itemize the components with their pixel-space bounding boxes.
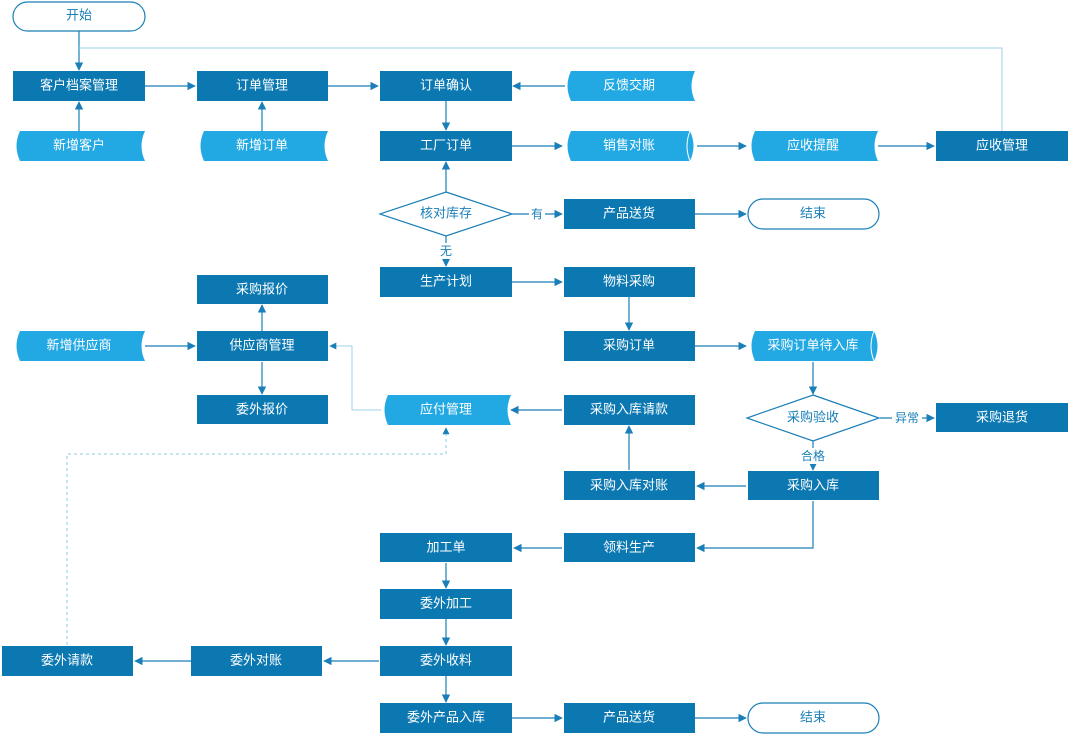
svg-text:供应商管理: 供应商管理 [229,338,294,354]
svg-text:物料采购: 物料采购 [603,274,655,290]
svg-text:委外请款: 委外请款 [41,654,93,669]
node-receivable-remind[interactable]: 应收提醒 [751,131,879,161]
node-customer-mgmt[interactable]: 客户档案管理 [13,71,145,101]
edge-label-abnormal: 异常 [895,411,919,425]
node-order-mgmt[interactable]: 订单管理 [197,71,328,101]
svg-text:客户档案管理: 客户档案管理 [40,78,118,94]
svg-text:采购验收: 采购验收 [787,410,839,426]
svg-text:采购退货: 采购退货 [976,410,1028,426]
node-purchase-return[interactable]: 采购退货 [936,403,1068,432]
node-processing-order[interactable]: 加工单 [380,533,512,562]
node-new-supplier[interactable]: 新增供应商 [16,331,146,361]
svg-text:采购入库请款: 采购入库请款 [590,402,668,418]
node-purchase-inspection[interactable]: 采购验收 [745,394,881,442]
node-product-delivery-1[interactable]: 产品送货 [564,199,695,229]
svg-text:委外加工: 委外加工 [420,597,472,612]
svg-text:工厂订单: 工厂订单 [420,139,472,154]
edge-label-qualified: 合格 [801,448,825,463]
svg-text:结束: 结束 [800,711,826,726]
node-check-stock[interactable]: 核对库存 [378,191,514,237]
edge-label-has: 有 [531,207,543,221]
svg-text:结束: 结束 [800,207,826,222]
node-purchase-storage[interactable]: 采购入库 [748,471,879,500]
node-factory-order[interactable]: 工厂订单 [380,131,512,161]
svg-text:加工单: 加工单 [426,541,465,556]
edge-storage-requisition [696,501,814,553]
node-supplier-mgmt[interactable]: 供应商管理 [197,331,328,361]
svg-text:委外报价: 委外报价 [236,403,288,418]
svg-text:委外产品入库: 委外产品入库 [407,710,485,726]
node-new-customer[interactable]: 新增客户 [16,131,146,161]
svg-text:开始: 开始 [66,9,92,24]
node-feedback-delivery[interactable]: 反馈交期 [567,71,696,101]
svg-text:新增客户: 新增客户 [53,138,105,154]
svg-text:领料生产: 领料生产 [603,541,655,556]
node-purchase-order[interactable]: 采购订单 [564,331,695,361]
svg-text:产品送货: 产品送货 [603,710,655,726]
node-material-purchase[interactable]: 物料采购 [564,267,695,297]
edge-label-none: 无 [440,244,452,258]
svg-text:产品送货: 产品送货 [603,206,655,222]
node-material-requisition[interactable]: 领料生产 [564,533,695,562]
svg-text:应收提醒: 应收提醒 [787,138,839,154]
node-outsource-reconcile[interactable]: 委外对账 [191,646,322,676]
node-outsource-payment[interactable]: 委外请款 [2,646,133,676]
node-end-1[interactable]: 结束 [747,198,880,230]
node-outsource-receive[interactable]: 委外收料 [380,646,512,676]
node-purchase-storage-reconcile[interactable]: 采购入库对账 [564,471,695,500]
svg-text:订单管理: 订单管理 [236,79,288,94]
svg-text:采购入库: 采购入库 [787,478,839,494]
node-new-order[interactable]: 新增订单 [200,131,329,161]
edge-outpayment-payable [66,427,450,645]
svg-text:核对库存: 核对库存 [420,206,472,222]
node-po-pending-storage[interactable]: 采购订单待入库 [751,330,878,362]
node-purchase-quote[interactable]: 采购报价 [197,275,328,304]
svg-text:生产计划: 生产计划 [420,275,472,290]
node-end-2[interactable]: 结束 [747,702,880,734]
node-production-plan[interactable]: 生产计划 [380,267,512,297]
svg-text:应付管理: 应付管理 [420,402,472,418]
node-order-confirm[interactable]: 订单确认 [380,71,512,101]
svg-text:委外收料: 委外收料 [420,654,472,669]
svg-text:采购入库对账: 采购入库对账 [590,478,668,494]
node-payable-mgmt[interactable]: 应付管理 [384,395,512,425]
edge-receivable-loop [79,47,1003,131]
edge-payable-supplier [329,342,381,411]
svg-text:采购订单待入库: 采购订单待入库 [767,338,858,354]
svg-text:应收管理: 应收管理 [976,138,1028,154]
svg-text:采购报价: 采购报价 [236,282,288,298]
svg-text:采购订单: 采购订单 [603,338,655,354]
svg-text:反馈交期: 反馈交期 [603,78,655,94]
node-outsource-processing[interactable]: 委外加工 [380,589,512,619]
node-start[interactable]: 开始 [12,1,146,32]
node-outsource-product-storage[interactable]: 委外产品入库 [380,703,512,733]
node-product-delivery-2[interactable]: 产品送货 [564,703,695,733]
svg-text:订单确认: 订单确认 [420,79,472,94]
node-receivable-mgmt[interactable]: 应收管理 [936,131,1068,161]
node-sales-reconcile[interactable]: 销售对账 [567,130,694,162]
svg-text:新增订单: 新增订单 [236,138,288,154]
node-outsource-quote[interactable]: 委外报价 [197,395,328,424]
svg-text:销售对账: 销售对账 [603,138,655,154]
svg-text:新增供应商: 新增供应商 [46,338,111,354]
node-purchase-storage-payment[interactable]: 采购入库请款 [564,395,695,425]
svg-text:委外对账: 委外对账 [230,654,282,669]
edge-labels: 有 无 异常 合格 [438,206,922,464]
